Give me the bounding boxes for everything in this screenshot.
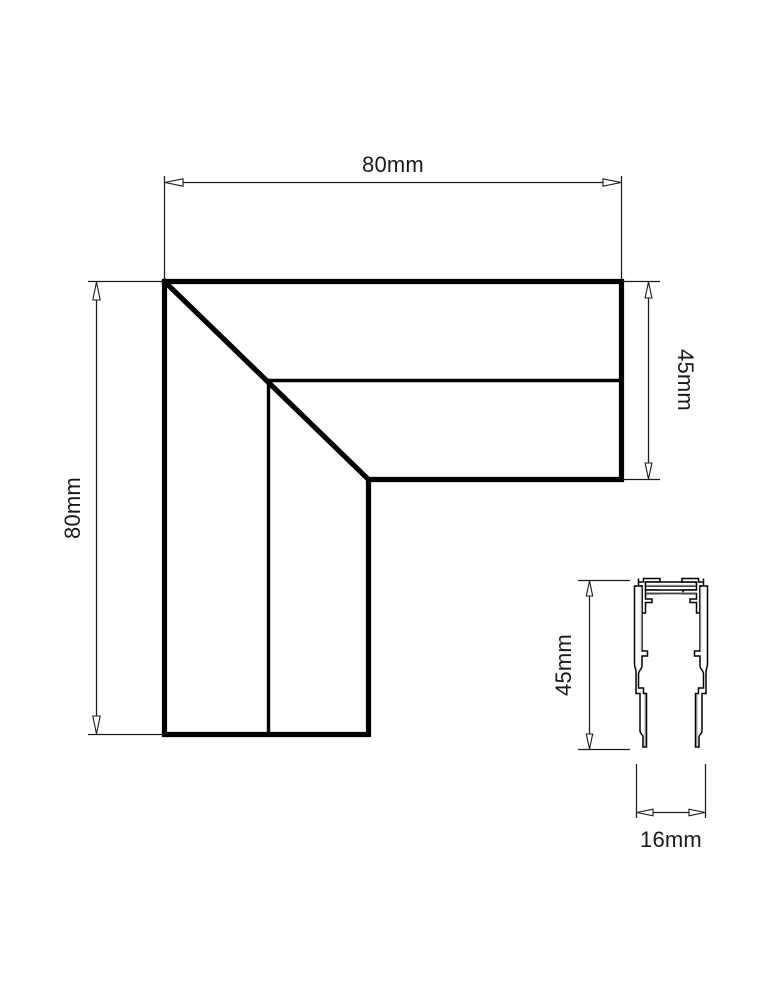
profile-left-side-wall <box>633 585 649 748</box>
arrow-right-bottom <box>644 462 653 480</box>
profile-band-shade <box>646 592 696 594</box>
dim-label-right-depth: 45mm <box>673 349 698 411</box>
dimension-right-depth: 45mm <box>622 280 698 481</box>
arrow-width-right <box>688 808 706 817</box>
dimension-profile-width: 16mm <box>635 764 707 852</box>
arrow-top-left <box>164 178 184 187</box>
mitre-diagonal-outer <box>160 277 373 484</box>
dimension-profile-height: 45mm <box>551 579 630 751</box>
dimension-top-width: 80mm <box>163 152 623 281</box>
dim-label-top-width: 80mm <box>362 152 424 177</box>
profile-right-wall-shade <box>700 587 702 651</box>
profile-right-leg-shade <box>696 694 698 747</box>
section-view-profile <box>633 577 709 748</box>
dimension-left-height: 80mm <box>60 280 164 736</box>
arrow-left-bottom <box>92 715 101 735</box>
arrow-profile-top <box>585 580 594 597</box>
arrow-top-right <box>602 178 622 187</box>
plan-view-shape <box>160 277 625 738</box>
profile-left-wall-shade <box>640 587 642 651</box>
profile-left-leg-shade <box>644 694 646 747</box>
dim-label-left-height: 80mm <box>60 477 85 539</box>
profile-right-side-wall <box>693 585 709 748</box>
arrow-left-top <box>92 281 101 301</box>
dim-label-profile-height: 45mm <box>551 634 576 696</box>
arrow-width-left <box>636 808 654 817</box>
dim-label-profile-width: 16mm <box>640 827 702 852</box>
arrow-profile-bottom <box>585 733 594 750</box>
arrow-right-top <box>644 281 653 299</box>
profile-cap-shade <box>646 584 696 586</box>
